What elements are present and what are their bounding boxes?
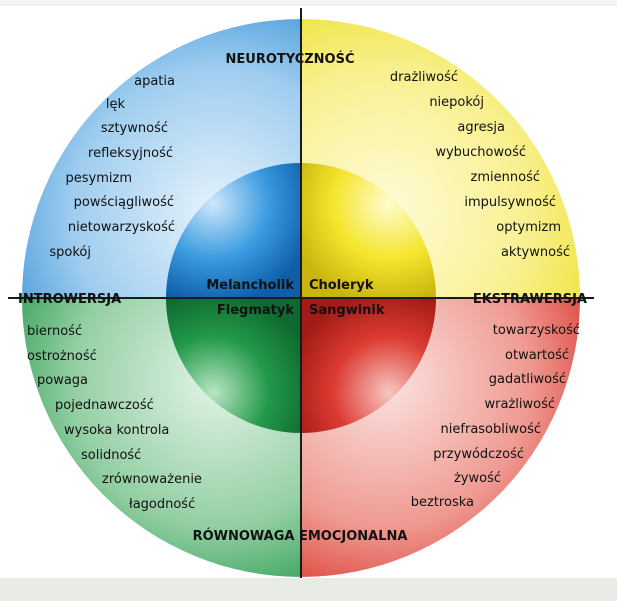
trait-label: wybuchowość: [435, 145, 526, 160]
trait-label: ostrożność: [27, 349, 97, 364]
trait-label: pojednawczość: [55, 398, 154, 413]
trait-label: solidność: [81, 448, 141, 463]
trait-label: impulsywność: [464, 195, 556, 210]
trait-label: niepokój: [429, 95, 484, 110]
trait-label: powaga: [37, 373, 88, 388]
trait-label: zrównoważenie: [102, 472, 202, 487]
axis-title-top: NEUROTYCZNOŚĆ: [226, 51, 355, 67]
trait-label: nietowarzyskość: [68, 220, 175, 235]
traits-choleric: drażliwość niepokój agresja wybuchowość …: [390, 70, 570, 260]
traits-phlegmatic: bierność ostrożność powaga pojednawczość…: [27, 324, 202, 512]
trait-label: żywość: [454, 471, 501, 486]
trait-label: drażliwość: [390, 70, 458, 85]
temperament-choleric: Choleryk: [309, 278, 374, 293]
axis-title-right: EKSTRAWERSJA: [473, 292, 587, 307]
trait-label: otwartość: [505, 348, 569, 363]
trait-label: łagodność: [129, 497, 195, 512]
bottom-strip: [0, 578, 617, 601]
trait-label: apatia: [134, 74, 175, 89]
sphere-choleric: [301, 163, 436, 298]
top-strip: [0, 0, 617, 6]
traits-sanguine: towarzyskość otwartość gadatliwość wrażl…: [411, 323, 580, 510]
trait-label: refleksyjność: [88, 146, 173, 161]
trait-label: towarzyskość: [493, 323, 580, 338]
trait-label: spokój: [49, 245, 91, 260]
trait-label: pesymizm: [66, 171, 132, 186]
trait-label: beztroska: [411, 495, 474, 510]
temperament-melancholic: Melancholik: [206, 278, 294, 293]
sphere-sanguine: [301, 298, 436, 433]
sphere-melancholic: [166, 163, 301, 298]
axis-title-bottom: RÓWNOWAGA EMOCJONALNA: [193, 528, 408, 544]
temperament-sanguine: Sangwinik: [309, 303, 385, 318]
trait-label: zmienność: [471, 170, 540, 185]
trait-label: lęk: [106, 97, 126, 112]
trait-label: wrażliwość: [485, 397, 556, 412]
trait-label: sztywność: [101, 121, 168, 136]
axis-title-left: INTROWERSJA: [18, 292, 121, 307]
trait-label: bierność: [27, 324, 82, 339]
trait-label: optymizm: [496, 220, 561, 235]
sphere-phlegmatic: [166, 298, 301, 433]
trait-label: powściągliwość: [74, 195, 174, 210]
trait-label: wysoka kontrola: [64, 423, 169, 438]
temperament-phlegmatic: Flegmatyk: [217, 303, 294, 318]
trait-label: agresja: [457, 120, 505, 135]
trait-label: aktywność: [501, 245, 570, 260]
trait-label: przywódczość: [433, 447, 524, 462]
trait-label: gadatliwość: [489, 372, 566, 387]
traits-melancholic: apatia lęk sztywność refleksyjność pesym…: [49, 74, 175, 260]
trait-label: niefrasobliwość: [441, 422, 541, 437]
